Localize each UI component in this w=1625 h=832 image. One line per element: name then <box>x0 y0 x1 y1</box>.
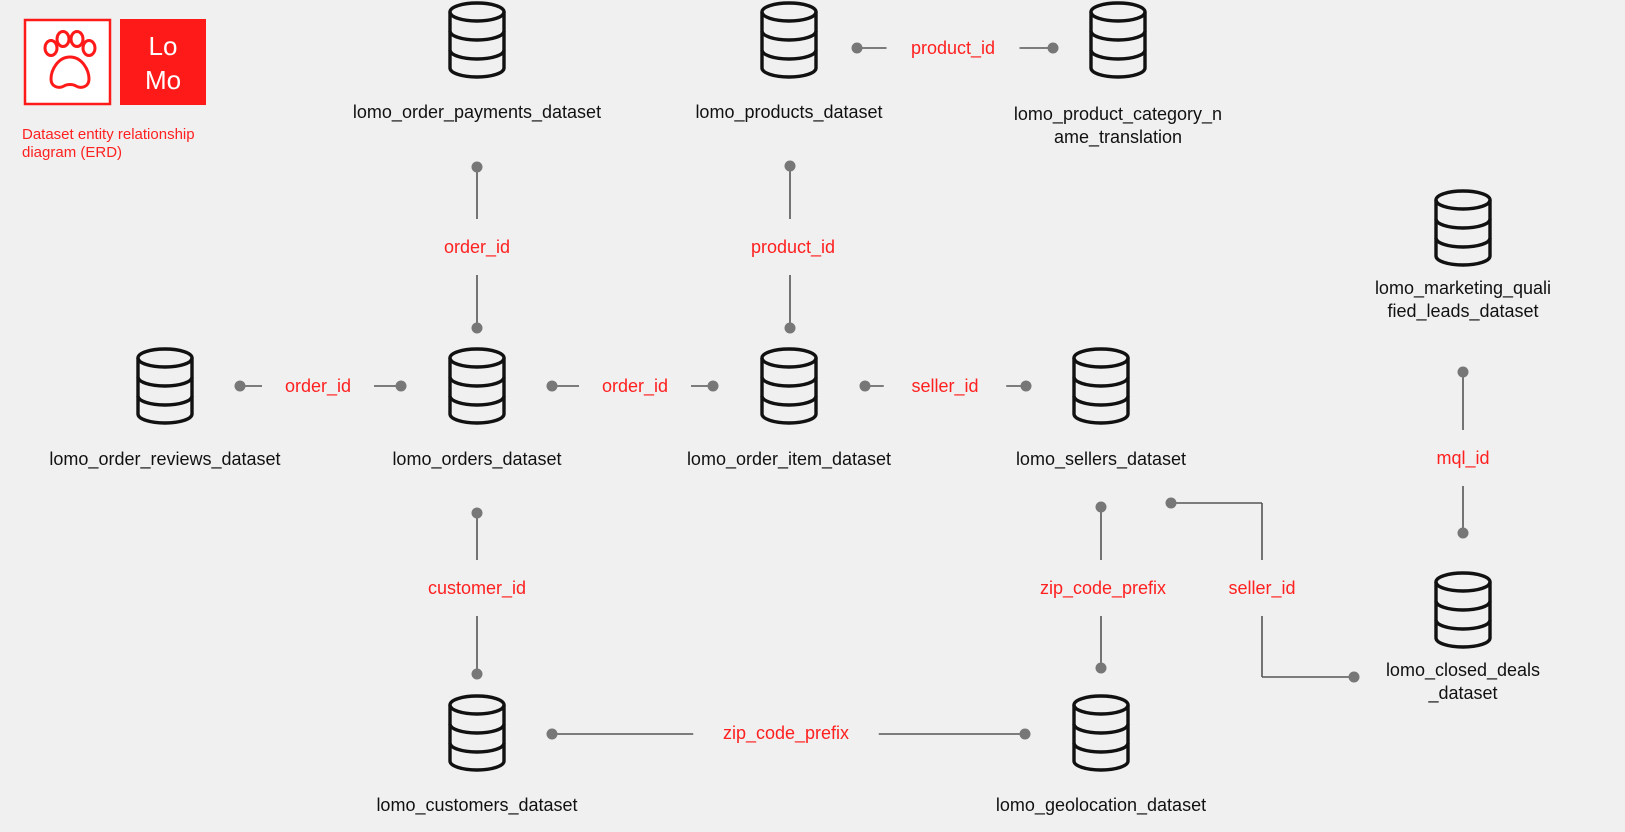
connector-end-dot <box>1457 527 1469 539</box>
entity-customers: lomo_customers_dataset <box>376 694 578 816</box>
entity-label: lomo_products_dataset <box>695 102 882 123</box>
relationship-customers-geo <box>546 728 1031 740</box>
entity-label: lomo_order_payments_dataset <box>353 102 601 123</box>
entity-orders: lomo_orders_dataset <box>392 347 562 470</box>
connector-end-dot <box>471 161 483 173</box>
connector-end-dot <box>1348 671 1360 683</box>
connector-end-dot <box>234 380 246 392</box>
relationship-key-label: zip_code_prefix <box>723 723 849 744</box>
relationship-key-label: order_id <box>602 376 668 397</box>
database-icon <box>136 347 194 425</box>
entity-label: lomo_order_reviews_dataset <box>49 449 280 470</box>
connector-end-dot <box>1095 501 1107 513</box>
relationship-key-label: product_id <box>751 237 835 258</box>
entity-label: lomo_marketing_quali <box>1375 278 1551 299</box>
database-icon <box>1072 694 1130 772</box>
connector-end-dot <box>707 380 719 392</box>
brand-text-box <box>120 19 206 105</box>
connector-end-dot <box>1095 662 1107 674</box>
entity-order_payments: lomo_order_payments_dataset <box>353 1 601 123</box>
relationship-orders-customers <box>471 507 483 680</box>
relationship-key-label: product_id <box>911 38 995 59</box>
relationship-key-label: mql_id <box>1436 448 1489 469</box>
database-icon <box>1089 1 1147 79</box>
connector-end-dot <box>1020 380 1032 392</box>
entity-products: lomo_products_dataset <box>695 1 883 123</box>
database-icon <box>448 694 506 772</box>
connector-end-dot <box>784 322 796 334</box>
database-icon <box>1072 347 1130 425</box>
connector-end-dot <box>784 160 796 172</box>
relationship-key-label: customer_id <box>428 578 526 599</box>
connector-end-dot <box>471 507 483 519</box>
entity-label: fied_leads_dataset <box>1387 301 1538 322</box>
database-icon <box>448 347 506 425</box>
connector-end-dot <box>471 668 483 680</box>
relationship-key-label: zip_code_prefix <box>1040 578 1166 599</box>
relationship-item-sellers <box>859 380 1032 392</box>
connector-end-dot <box>471 322 483 334</box>
brand-logo: Lo Mo Dataset entity relationship diagra… <box>22 18 206 161</box>
brand-caption-line1: Dataset entity relationship <box>22 126 195 143</box>
relationship-products-category <box>851 42 1059 54</box>
entity-label: lomo_sellers_dataset <box>1016 449 1186 470</box>
entity-closed_deals: lomo_closed_deals_dataset <box>1386 571 1540 704</box>
connector-end-dot <box>395 380 407 392</box>
database-icon <box>448 1 506 79</box>
database-icon <box>1434 571 1492 649</box>
relationship-orders-item <box>546 380 719 392</box>
entity-label: lomo_customers_dataset <box>376 795 577 816</box>
connector-end-dot <box>1165 497 1177 509</box>
entity-label: lomo_closed_deals <box>1386 660 1540 681</box>
connector-end-dot <box>859 380 871 392</box>
relationship-key-label: order_id <box>444 237 510 258</box>
entity-sellers: lomo_sellers_dataset <box>1016 347 1186 470</box>
database-icon <box>760 347 818 425</box>
relationship-key-label: seller_id <box>911 376 978 397</box>
relationship-leads-deals <box>1457 366 1469 539</box>
database-icon <box>760 1 818 79</box>
entity-label: lomo_geolocation_dataset <box>996 795 1206 816</box>
relationship-sellers-geo <box>1095 501 1107 674</box>
relationship-key-label: order_id <box>285 376 351 397</box>
relationship-products-item <box>784 160 796 334</box>
entity-geolocation: lomo_geolocation_dataset <box>996 694 1206 816</box>
paw-icon <box>43 30 97 89</box>
connector-end-dot <box>851 42 863 54</box>
entity-label: lomo_orders_dataset <box>392 449 561 470</box>
relationship-reviews-orders <box>234 380 407 392</box>
entity-order_reviews: lomo_order_reviews_dataset <box>49 347 281 470</box>
relationship-lines <box>234 42 1469 740</box>
entity-label: _dataset <box>1427 683 1497 704</box>
database-icon <box>1434 189 1492 267</box>
connector-end-dot <box>1019 728 1031 740</box>
connector-end-dot <box>546 728 558 740</box>
entity-label: ame_translation <box>1054 127 1182 148</box>
relationship-key-label: seller_id <box>1228 578 1295 599</box>
entity-label: lomo_order_item_dataset <box>687 449 891 470</box>
brand-text-line1: Lo <box>149 31 178 61</box>
entity-order_item: lomo_order_item_dataset <box>687 347 891 470</box>
brand-text-line2: Mo <box>145 65 181 95</box>
connector-end-dot <box>546 380 558 392</box>
entity-label: lomo_product_category_n <box>1014 104 1222 125</box>
relationship-payments-orders <box>471 161 483 334</box>
entity-nodes: lomo_order_payments_dataset lomo_products… <box>49 1 1551 816</box>
relationship-sellers-deals <box>1165 497 1360 683</box>
connector-end-dot <box>1457 366 1469 378</box>
brand-caption-line2: diagram (ERD) <box>22 144 122 161</box>
connector-end-dot <box>1047 42 1059 54</box>
